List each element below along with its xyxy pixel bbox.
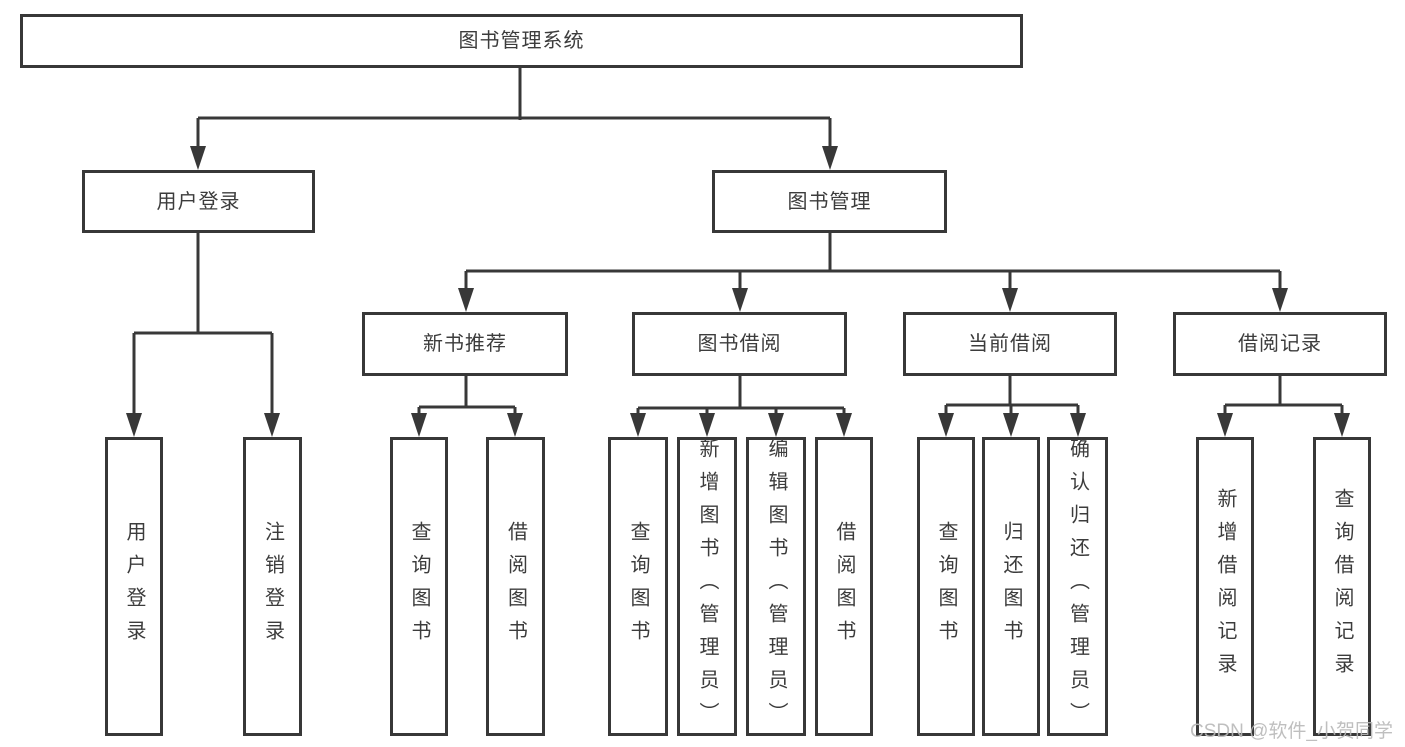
leaf-current-query-books-label: 查询图书 — [935, 520, 957, 653]
node-new-book-recommend: 新书推荐 — [362, 312, 568, 376]
node-book-management-label: 图书管理 — [787, 190, 872, 213]
leaf-recommend-borrow-books-label: 借阅图书 — [504, 520, 527, 653]
leaf-user-login-label: 用户登录 — [123, 520, 145, 653]
leaf-borrowing-query-books: 查询图书 — [608, 437, 668, 736]
leaf-edit-books-admin: 编辑图书（管理员） — [746, 437, 806, 736]
leaf-user-login: 用户登录 — [105, 437, 163, 736]
node-book-borrowing: 图书借阅 — [632, 312, 847, 376]
leaf-add-books-admin-label: 新增图书（管理员） — [696, 438, 718, 735]
leaf-return-books-label: 归还图书 — [1000, 520, 1022, 653]
leaf-return-books: 归还图书 — [982, 437, 1040, 736]
node-root: 图书管理系统 — [20, 14, 1023, 68]
leaf-add-borrow-record: 新增借阅记录 — [1196, 437, 1254, 736]
node-book-borrowing-label: 图书借阅 — [697, 333, 782, 355]
leaf-add-books-admin: 新增图书（管理员） — [677, 437, 737, 736]
node-user-login: 用户登录 — [82, 170, 315, 233]
node-borrowing-records-label: 借阅记录 — [1238, 333, 1322, 355]
arrowhead-icons — [126, 146, 1350, 437]
leaf-borrowing-borrow-books-label: 借阅图书 — [833, 520, 855, 653]
leaf-borrowing-query-books-label: 查询图书 — [627, 520, 649, 653]
node-borrowing-records: 借阅记录 — [1173, 312, 1387, 376]
leaf-recommend-borrow-books: 借阅图书 — [486, 437, 545, 736]
node-current-borrowing-label: 当前借阅 — [968, 333, 1052, 355]
leaf-current-query-books: 查询图书 — [917, 437, 975, 736]
leaf-borrowing-borrow-books: 借阅图书 — [815, 437, 873, 736]
leaf-logout-label: 注销登录 — [261, 520, 284, 653]
leaf-recommend-query-books-label: 查询图书 — [408, 520, 430, 653]
node-new-book-recommend-label: 新书推荐 — [423, 333, 507, 355]
leaf-edit-books-admin-label: 编辑图书（管理员） — [765, 438, 787, 735]
node-user-login-label: 用户登录 — [156, 190, 241, 213]
node-current-borrowing: 当前借阅 — [903, 312, 1117, 376]
leaf-logout: 注销登录 — [243, 437, 302, 736]
leaf-query-borrow-record-label: 查询借阅记录 — [1331, 487, 1353, 686]
csdn-watermark: CSDN @软件_小贺同学 — [1190, 721, 1393, 742]
leaf-confirm-return-admin: 确认归还（管理员） — [1047, 437, 1108, 736]
leaf-recommend-query-books: 查询图书 — [390, 437, 448, 736]
leaf-query-borrow-record: 查询借阅记录 — [1313, 437, 1371, 736]
leaf-add-borrow-record-label: 新增借阅记录 — [1214, 487, 1236, 686]
node-book-management: 图书管理 — [712, 170, 947, 233]
node-root-label: 图书管理系统 — [458, 30, 585, 52]
leaf-confirm-return-admin-label: 确认归还（管理员） — [1066, 438, 1089, 735]
